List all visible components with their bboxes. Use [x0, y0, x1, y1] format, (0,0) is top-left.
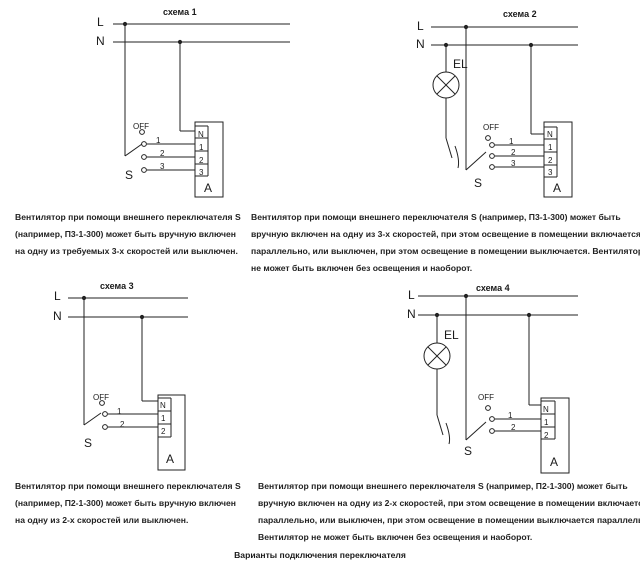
scheme-2-terminal-n: N — [547, 130, 553, 139]
scheme-1-contact-1: 1 — [156, 136, 161, 145]
scheme-4-wiring — [418, 293, 578, 474]
scheme-4-switch-label: S — [464, 444, 473, 458]
scheme-4-contact-2: 2 — [511, 423, 516, 432]
scheme-1-line-label: L — [97, 15, 104, 29]
scheme-2-description: Вентилятор при помощи внешнего переключа… — [251, 209, 640, 277]
scheme-3-description-line: (например, П2-1-300) может быть вручную … — [15, 498, 236, 508]
scheme-2-contact-2: 2 — [511, 148, 516, 157]
scheme-4-title: схема 4 — [476, 283, 510, 293]
scheme-3-fan-label: A — [166, 452, 175, 466]
scheme-1-wiring — [113, 21, 290, 198]
scheme-4-neutral-label: N — [407, 307, 416, 321]
scheme-3-terminal-1: 1 — [161, 414, 166, 423]
scheme-4-off-label: OFF — [478, 393, 494, 402]
scheme-2-terminal-2: 2 — [548, 156, 553, 165]
scheme-2-neutral-label: N — [416, 37, 425, 51]
scheme-1-terminal-2: 2 — [199, 156, 204, 165]
scheme-4-line-label: L — [408, 288, 415, 302]
scheme-2-off-label: OFF — [483, 123, 499, 132]
scheme-2-line-label: L — [417, 19, 424, 33]
scheme-1-description-line: Вентилятор при помощи внешнего переключа… — [15, 212, 241, 222]
scheme-4-fan-label: A — [550, 455, 559, 469]
scheme-2-contact-3: 3 — [511, 159, 516, 168]
scheme-3-description: Вентилятор при помощи внешнего переключа… — [15, 478, 241, 529]
scheme-4-terminal-n: N — [543, 405, 549, 414]
scheme-3-contact-2: 2 — [120, 420, 125, 429]
scheme-2-description-line: Вентилятор при помощи внешнего переключа… — [251, 212, 621, 222]
scheme-4-lamp-label: EL — [444, 328, 459, 342]
scheme-4-description-line: параллельно, или выключен, при этом осве… — [258, 515, 640, 525]
scheme-2-description-line: не может быть включен без освещения и на… — [251, 263, 473, 273]
scheme-4-description-line: вручную включен на одну из 2-х скоростей… — [258, 498, 640, 508]
scheme-4-description: Вентилятор при помощи внешнего переключа… — [258, 478, 640, 546]
page-caption: Варианты подключения переключателя — [234, 550, 406, 560]
scheme-1-fan-label: A — [204, 181, 213, 195]
scheme-1-neutral-label: N — [96, 34, 105, 48]
scheme-1-terminal-3: 3 — [199, 168, 204, 177]
scheme-3-description-line: Вентилятор при помощи внешнего переключа… — [15, 481, 241, 491]
scheme-2-lamp-label: EL — [453, 57, 468, 71]
scheme-1-off-label: OFF — [133, 122, 149, 131]
scheme-2-switch-label: S — [474, 176, 483, 190]
scheme-3-off-label: OFF — [93, 393, 109, 402]
scheme-1-title: схема 1 — [163, 7, 197, 17]
scheme-2-description-line: вручную включен на одну из 3-х скоростей… — [251, 229, 640, 239]
scheme-2-fan-label: A — [553, 181, 562, 195]
scheme-4-description-line: Вентилятор при помощи внешнего переключа… — [258, 481, 628, 491]
scheme-4-contact-1: 1 — [508, 411, 513, 420]
scheme-3-switch-label: S — [84, 436, 93, 450]
scheme-2-description-line: параллельно, или выключен, при этом осве… — [251, 246, 640, 256]
scheme-3-terminal-n: N — [160, 401, 166, 410]
scheme-2-terminal-3: 3 — [548, 168, 553, 177]
scheme-1-contact-2: 2 — [160, 149, 165, 158]
scheme-3-neutral-label: N — [53, 309, 62, 323]
scheme-3-title: схема 3 — [100, 281, 134, 291]
scheme-4-description-line: Вентилятор не может быть включен без осв… — [258, 532, 533, 542]
scheme-3-contact-1: 1 — [117, 407, 122, 416]
scheme-2-wiring — [431, 24, 578, 198]
scheme-2-title: схема 2 — [503, 9, 537, 19]
scheme-1-description: Вентилятор при помощи внешнего переключа… — [15, 209, 241, 260]
scheme-4-terminal-2: 2 — [544, 431, 549, 440]
scheme-1-contact-3: 3 — [160, 162, 165, 171]
scheme-2-terminal-1: 1 — [548, 143, 553, 152]
scheme-1-description-line: (например, П3-1-300) может быть вручную … — [15, 229, 236, 239]
scheme-2-contact-1: 1 — [509, 137, 514, 146]
scheme-3-wiring — [68, 295, 188, 471]
scheme-1-switch-label: S — [125, 168, 134, 182]
scheme-3-terminal-2: 2 — [161, 427, 166, 436]
scheme-1-terminal-1: 1 — [199, 143, 204, 152]
scheme-3-line-label: L — [54, 289, 61, 303]
scheme-1-description-line: на одну из требуемых 3-х скоростей или в… — [15, 246, 238, 256]
scheme-4-terminal-1: 1 — [544, 418, 549, 427]
scheme-1-terminal-n: N — [198, 130, 204, 139]
scheme-3-description-line: на одну из 2-х скоростей или выключен. — [15, 515, 189, 525]
